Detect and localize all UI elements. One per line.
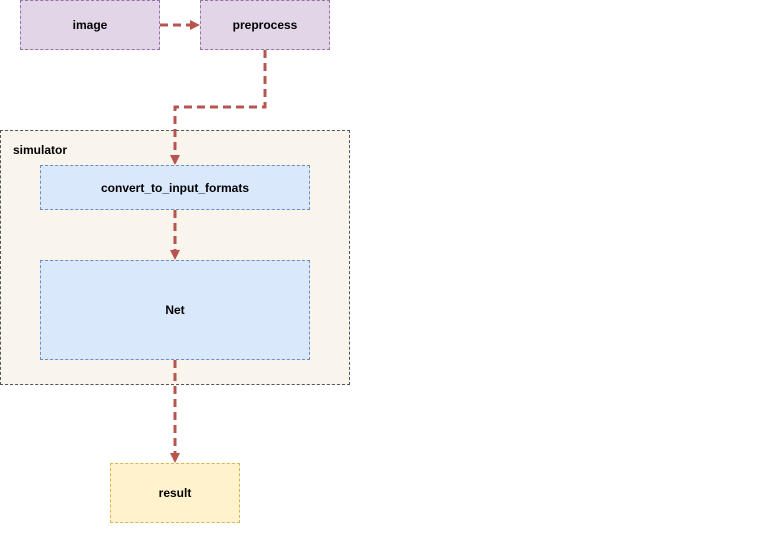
image-node[interactable]: image: [20, 0, 160, 50]
result-node[interactable]: result: [110, 463, 240, 523]
simulator-label: simulator: [13, 143, 68, 157]
net-node[interactable]: Net: [40, 260, 310, 360]
convert-to-input-formats-node[interactable]: convert_to_input_formats: [40, 165, 310, 210]
preprocess-node[interactable]: preprocess: [200, 0, 330, 50]
